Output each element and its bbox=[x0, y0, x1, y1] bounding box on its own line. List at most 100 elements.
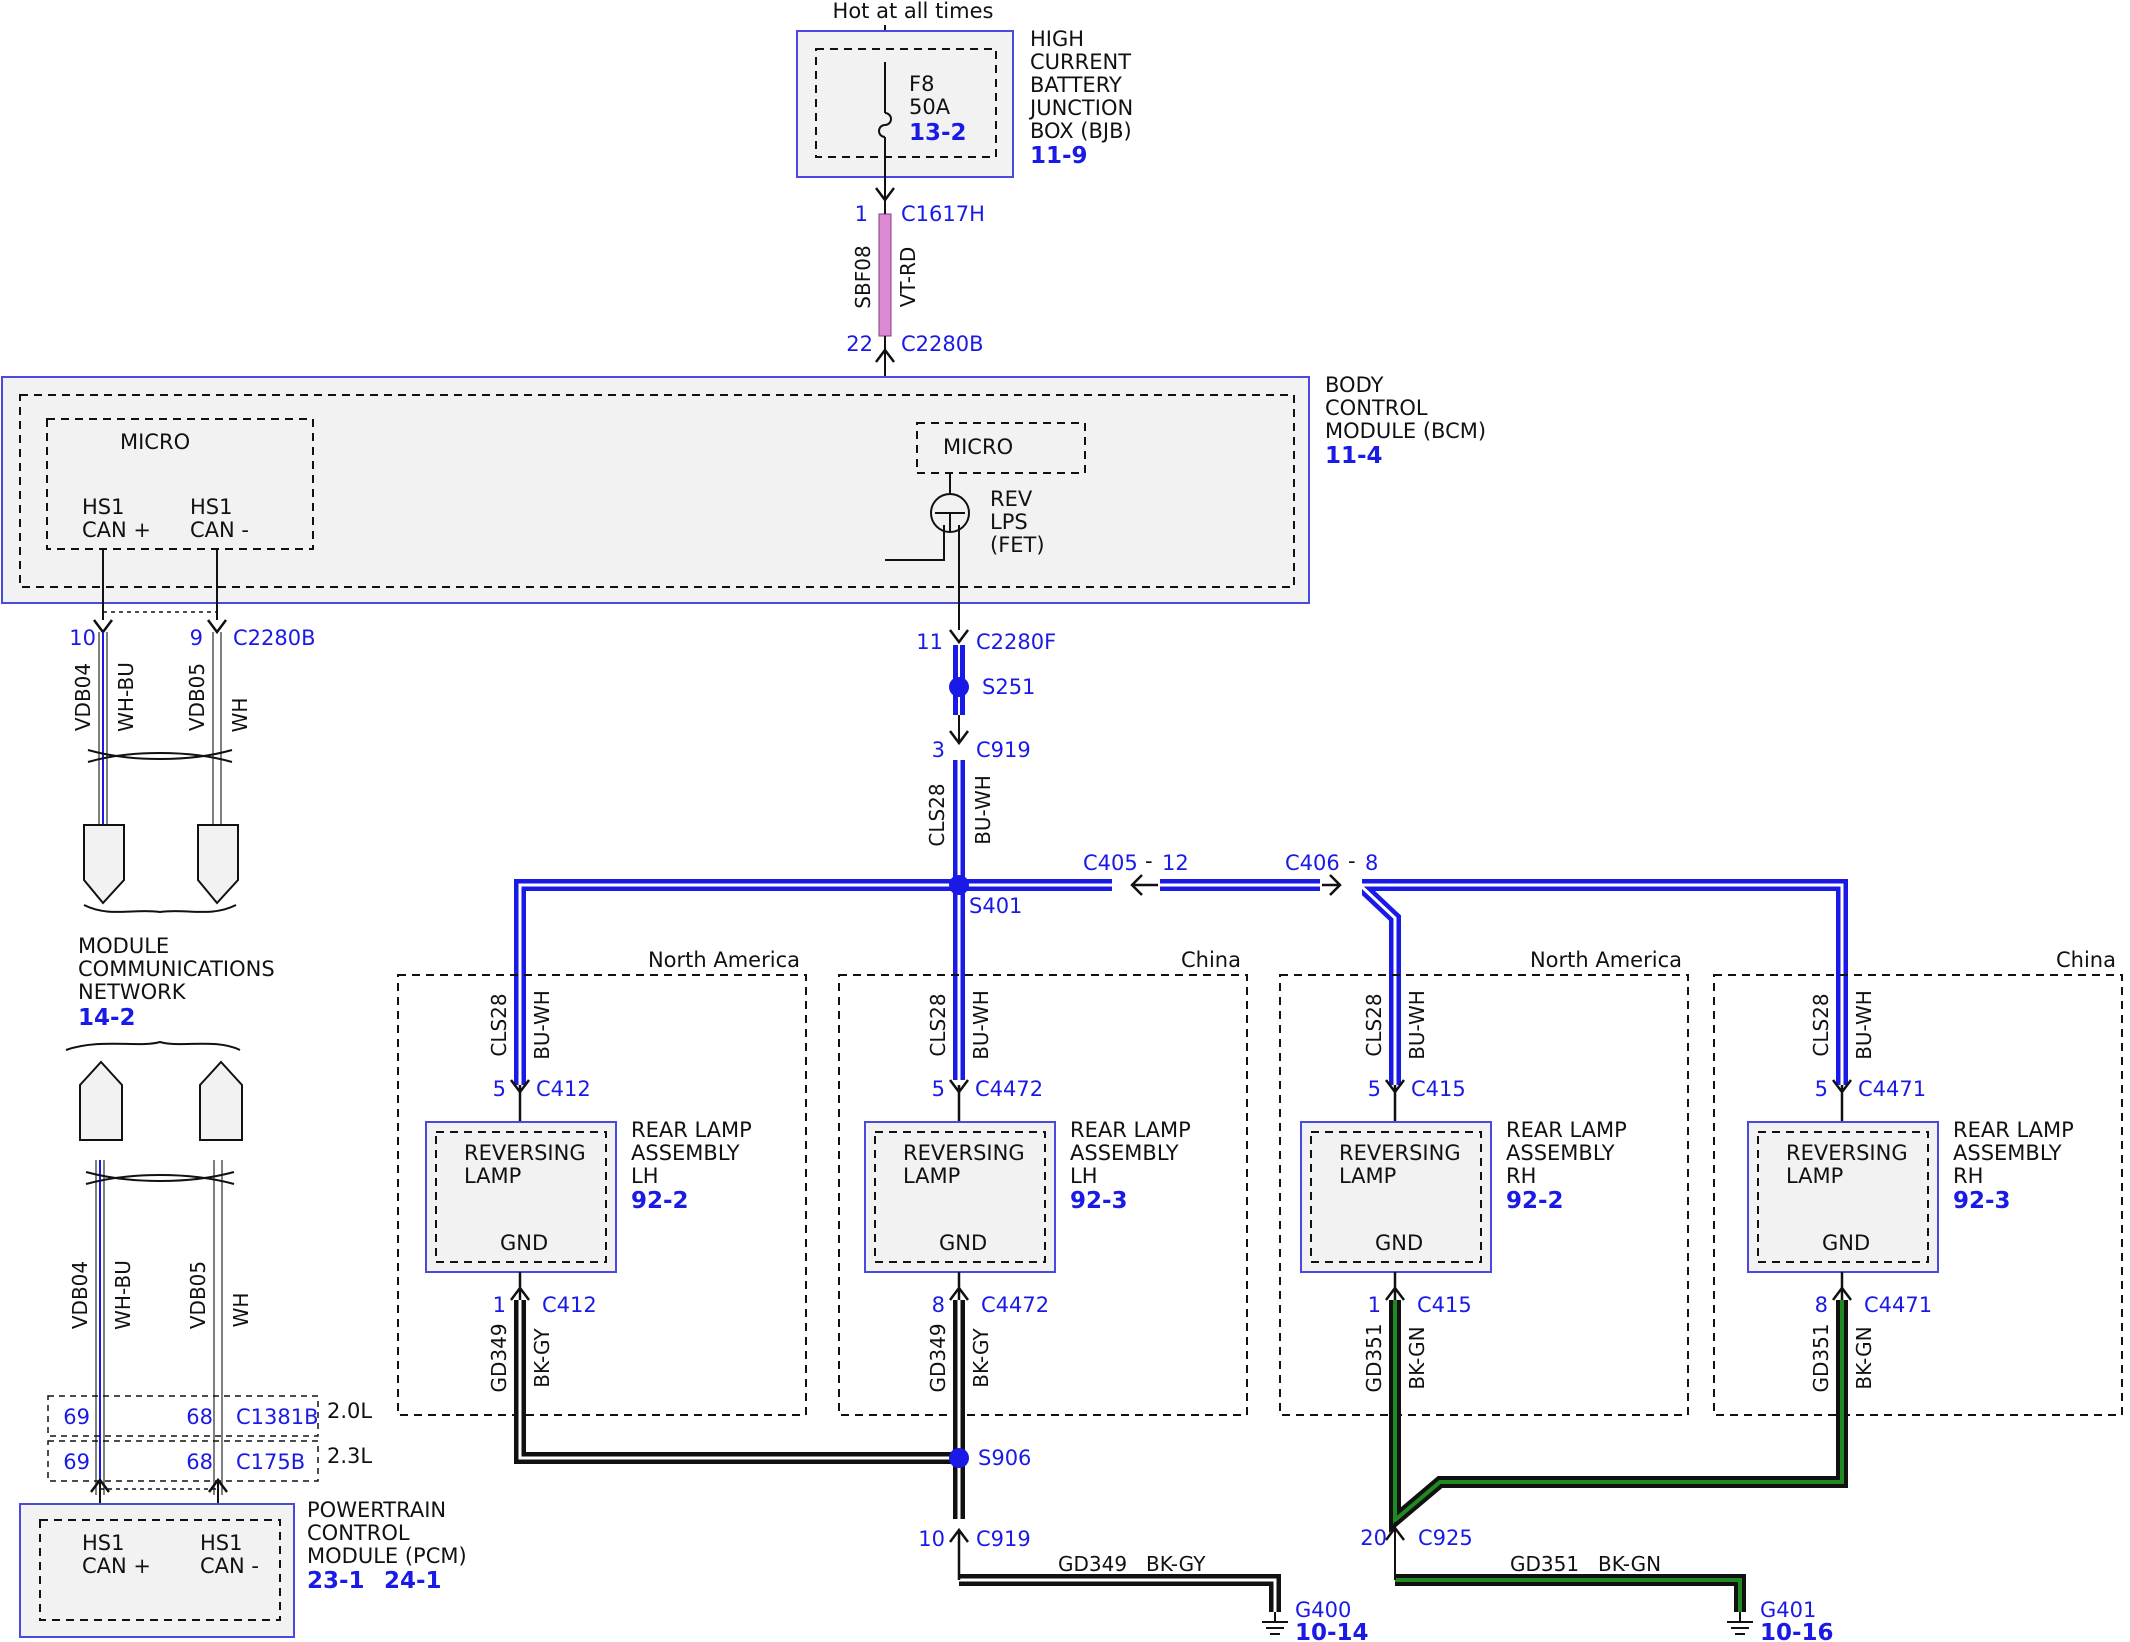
lamp-gnd: GND bbox=[939, 1231, 987, 1255]
row1-pin-minus: 68 bbox=[186, 1405, 213, 1429]
ground-wire-color: BK-GN bbox=[1852, 1326, 1876, 1389]
gr-circuit: GD351 bbox=[1510, 1552, 1579, 1576]
ground-wire-color: BK-GY bbox=[969, 1328, 993, 1388]
pcm-ref-1: 23-1 bbox=[307, 1568, 365, 1594]
ground-icon bbox=[1727, 1612, 1753, 1635]
reversing-lamp-box bbox=[1757, 1131, 1929, 1263]
region-box bbox=[397, 974, 807, 1416]
gl-color: BK-GY bbox=[1146, 1552, 1206, 1576]
bcm-can-minus-2: CAN - bbox=[190, 518, 249, 542]
row1-pin-plus: 69 bbox=[63, 1405, 90, 1429]
connector-arrow bbox=[949, 1079, 969, 1125]
gr-ground: G401 bbox=[1760, 1598, 1816, 1622]
lamp-name-1: REVERSING bbox=[1339, 1141, 1461, 1165]
bcm-can-plus-1: HS1 bbox=[82, 495, 124, 519]
connector-arrow bbox=[510, 1079, 530, 1125]
c405-dash: - bbox=[1145, 849, 1153, 873]
ground-icon bbox=[1262, 1612, 1288, 1635]
assembly-name-3: RH bbox=[1953, 1164, 1983, 1188]
lamp-circuit: CLS28 bbox=[1362, 993, 1386, 1056]
bcm-can-plus-2: CAN + bbox=[82, 518, 151, 542]
connector-arrow bbox=[1385, 1079, 1405, 1125]
twisted-pair-icon bbox=[85, 1171, 235, 1185]
network-ref: 14-2 bbox=[78, 1005, 136, 1031]
can-plus-circuit: VDB04 bbox=[71, 663, 95, 731]
ground-circuit: GD351 bbox=[1362, 1323, 1386, 1392]
network-name-2: COMMUNICATIONS bbox=[78, 957, 275, 981]
row2-engine: 2.3L bbox=[327, 1444, 372, 1468]
region-label: North America bbox=[1530, 948, 1682, 972]
c2280f-conn: C2280F bbox=[976, 630, 1056, 654]
lamp-out-pin: 8 bbox=[932, 1293, 945, 1317]
lamp-gnd: GND bbox=[1822, 1231, 1870, 1255]
c406-dash: - bbox=[1348, 849, 1356, 873]
fuse-rating: 50A bbox=[909, 95, 951, 119]
pcm-name-2: CONTROL bbox=[307, 1521, 410, 1545]
can-bus-lower: VDB04 WH-BU VDB05 WH 69 68 C1381B 2.0L 6… bbox=[47, 1040, 372, 1525]
lamp-assembly-box bbox=[864, 1121, 1056, 1273]
c919-top-conn: C919 bbox=[976, 738, 1031, 762]
lamp-circuit: CLS28 bbox=[926, 993, 950, 1056]
bcm-can-minus-1: HS1 bbox=[190, 495, 232, 519]
fuse-feed-wire: 1 C1617H SBF08 VT-RD 22 C2280B bbox=[846, 187, 985, 560]
network-plug-icon bbox=[79, 1060, 123, 1141]
fuse-bottom-conn: C2280B bbox=[901, 332, 984, 356]
can-minus-circuit: VDB05 bbox=[185, 663, 209, 731]
pcm-name-3: MODULE (PCM) bbox=[307, 1544, 467, 1568]
assembly-ref: 92-2 bbox=[631, 1188, 689, 1214]
bcm-name-1: BODY bbox=[1325, 373, 1384, 397]
lamp-circuit: CLS28 bbox=[487, 993, 511, 1056]
region-box bbox=[1713, 974, 2123, 1416]
fet-label-1: REV bbox=[990, 487, 1033, 511]
network-plug-icon bbox=[199, 1060, 243, 1141]
row2-pin-plus: 69 bbox=[63, 1450, 90, 1474]
gl-circuit: GD349 bbox=[1058, 1552, 1127, 1576]
reversing-lamp-box bbox=[874, 1131, 1046, 1263]
powertrain-control-module: HS1 CAN + HS1 CAN - POWERTRAIN CONTROL M… bbox=[19, 1498, 467, 1638]
bjb-name-4: JUNCTION bbox=[1028, 96, 1133, 120]
reversing-lamp-box bbox=[435, 1131, 607, 1263]
lamp-gnd: GND bbox=[500, 1231, 548, 1255]
assembly-name-2: ASSEMBLY bbox=[1070, 1141, 1179, 1165]
reverse-lamp-feed: 11 C2280F S251 3 C919 CLS28 BU-WH S401 C… bbox=[514, 629, 1848, 1085]
splice-dot bbox=[949, 1448, 969, 1468]
lamp-name-2: LAMP bbox=[1339, 1164, 1396, 1188]
row2-conn: C175B bbox=[236, 1450, 305, 1474]
can-upper-conn: C2280B bbox=[233, 626, 316, 650]
can-lower-plus-color: WH-BU bbox=[111, 1260, 135, 1330]
c919-top-pin: 3 bbox=[932, 738, 945, 762]
bjb-name-2: CURRENT bbox=[1030, 50, 1131, 74]
can-bus-upper: 10 9 C2280B VDB04 WH-BU VDB05 WH bbox=[69, 549, 316, 914]
pcm-ref-2: 24-1 bbox=[384, 1568, 442, 1594]
ground-circuit: GD349 bbox=[487, 1323, 511, 1392]
region-label: North America bbox=[648, 948, 800, 972]
lamp-in-pin: 5 bbox=[493, 1077, 506, 1101]
assembly-name-1: REAR LAMP bbox=[1070, 1118, 1191, 1142]
bjb-ref: 11-9 bbox=[1030, 143, 1088, 169]
network-plug-icon bbox=[83, 824, 125, 905]
region-label: China bbox=[2056, 948, 2116, 972]
bjb-name-5: BOX (BJB) bbox=[1030, 119, 1132, 143]
pcm-can-plus-2: CAN + bbox=[82, 1554, 151, 1578]
gl-ref: 10-14 bbox=[1295, 1620, 1369, 1642]
lamp-in-conn: C415 bbox=[1411, 1077, 1466, 1101]
lamp-name-1: REVERSING bbox=[464, 1141, 586, 1165]
break-icon bbox=[65, 1040, 241, 1051]
pcm-can-minus-2: CAN - bbox=[200, 1554, 259, 1578]
c405-pin: 12 bbox=[1162, 851, 1189, 875]
splice-dot bbox=[949, 875, 969, 895]
pcm-can-plus-1: HS1 bbox=[82, 1531, 124, 1555]
network-name-3: NETWORK bbox=[78, 980, 187, 1004]
lamp-in-pin: 5 bbox=[1815, 1077, 1828, 1101]
fuse-name: F8 bbox=[909, 72, 934, 96]
lamp-wire-color: BU-WH bbox=[969, 990, 993, 1060]
lamp-assembly-box bbox=[1300, 1121, 1492, 1273]
fuse-icon bbox=[878, 112, 892, 138]
gr-color: BK-GN bbox=[1598, 1552, 1661, 1576]
c405-conn: C405 bbox=[1083, 851, 1138, 875]
splice-s906: S906 bbox=[978, 1446, 1031, 1470]
bcm-micro-right: MICRO bbox=[943, 435, 1013, 459]
fuse-bottom-pin: 22 bbox=[846, 332, 873, 356]
assembly-ref: 92-3 bbox=[1953, 1188, 2011, 1214]
splice-dot bbox=[949, 677, 969, 697]
